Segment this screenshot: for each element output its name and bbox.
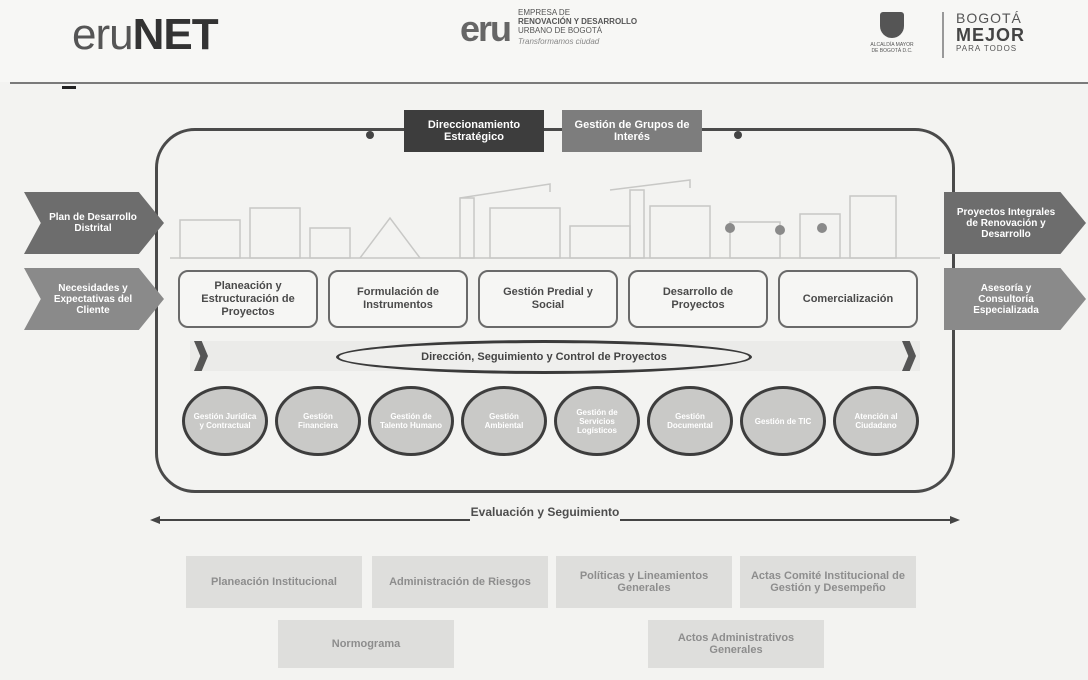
header-accent-dash [62, 86, 76, 89]
header-divider [10, 82, 1088, 84]
doc-administracion-riesgos: Administración de Riesgos [372, 556, 548, 608]
support-servicios-logisticos: Gestión de Servicios Logísticos [554, 386, 640, 456]
control-proyectos-oval: Dirección, Seguimiento y Control de Proy… [336, 340, 752, 374]
doc-politicas-lineamientos: Políticas y Lineamientos Generales [556, 556, 732, 608]
output-proyectos-integrales: Proyectos Integrales de Renovación y Des… [944, 192, 1086, 254]
evaluation-label: Evaluación y Seguimiento [470, 504, 620, 521]
strategic-direction-box: Direccionamiento Estratégico [404, 110, 544, 152]
support-juridica: Gestión Jurídica y Contractual [182, 386, 268, 456]
eru-logo-mark: eru [460, 8, 512, 49]
doc-planeacion-institucional: Planeación Institucional [186, 556, 362, 608]
header-bar [0, 0, 1088, 82]
process-gestion-predial-social: Gestión Predial y Social [478, 270, 618, 328]
support-financiera: Gestión Financiera [275, 386, 361, 456]
output-asesoria-consultoria: Asesoría y Consultoría Especializada [944, 268, 1086, 330]
stakeholder-management-box: Gestión de Grupos de Interés [562, 110, 702, 152]
process-planeacion-estructuracion: Planeación y Estructuración de Proyectos [178, 270, 318, 328]
frame-dot-right [734, 131, 742, 139]
support-ambiental: Gestión Ambiental [461, 386, 547, 456]
eru-logo-text: EMPRESA DE RENOVACIÓN Y DESARROLLO URBAN… [518, 8, 638, 46]
city-skyline-illustration [170, 179, 940, 259]
chevron-left-icon [194, 341, 208, 371]
process-comercializacion: Comercialización [778, 270, 918, 328]
doc-normograma: Normograma [278, 620, 454, 668]
support-talento-humano: Gestión de Talento Humano [368, 386, 454, 456]
support-tic: Gestión de TIC [740, 386, 826, 456]
doc-actos-administrativos: Actos Administrativos Generales [648, 620, 824, 668]
support-documental: Gestión Documental [647, 386, 733, 456]
input-plan-desarrollo: Plan de Desarrollo Distrital [24, 192, 164, 254]
support-atencion-ciudadano: Atención al Ciudadano [833, 386, 919, 456]
doc-actas-comite: Actas Comité Institucional de Gestión y … [740, 556, 916, 608]
process-desarrollo-proyectos: Desarrollo de Proyectos [628, 270, 768, 328]
input-necesidades-cliente: Necesidades y Expectativas del Cliente [24, 268, 164, 330]
erunet-logo[interactable]: eruNET [72, 10, 219, 59]
process-formulacion-instrumentos: Formulación de Instrumentos [328, 270, 468, 328]
bogota-mejor-logo: BOGOTÁ MEJOR PARA TODOS [956, 10, 1026, 53]
eru-logo[interactable]: eru EMPRESA DE RENOVACIÓN Y DESARROLLO U… [460, 8, 688, 50]
logo-divider [942, 12, 944, 58]
frame-dot-left [366, 131, 374, 139]
chevron-right-icon [902, 341, 916, 371]
alcaldia-shield-icon: ALCALDÍA MAYOR DE BOGOTÁ D.C. [870, 12, 914, 58]
